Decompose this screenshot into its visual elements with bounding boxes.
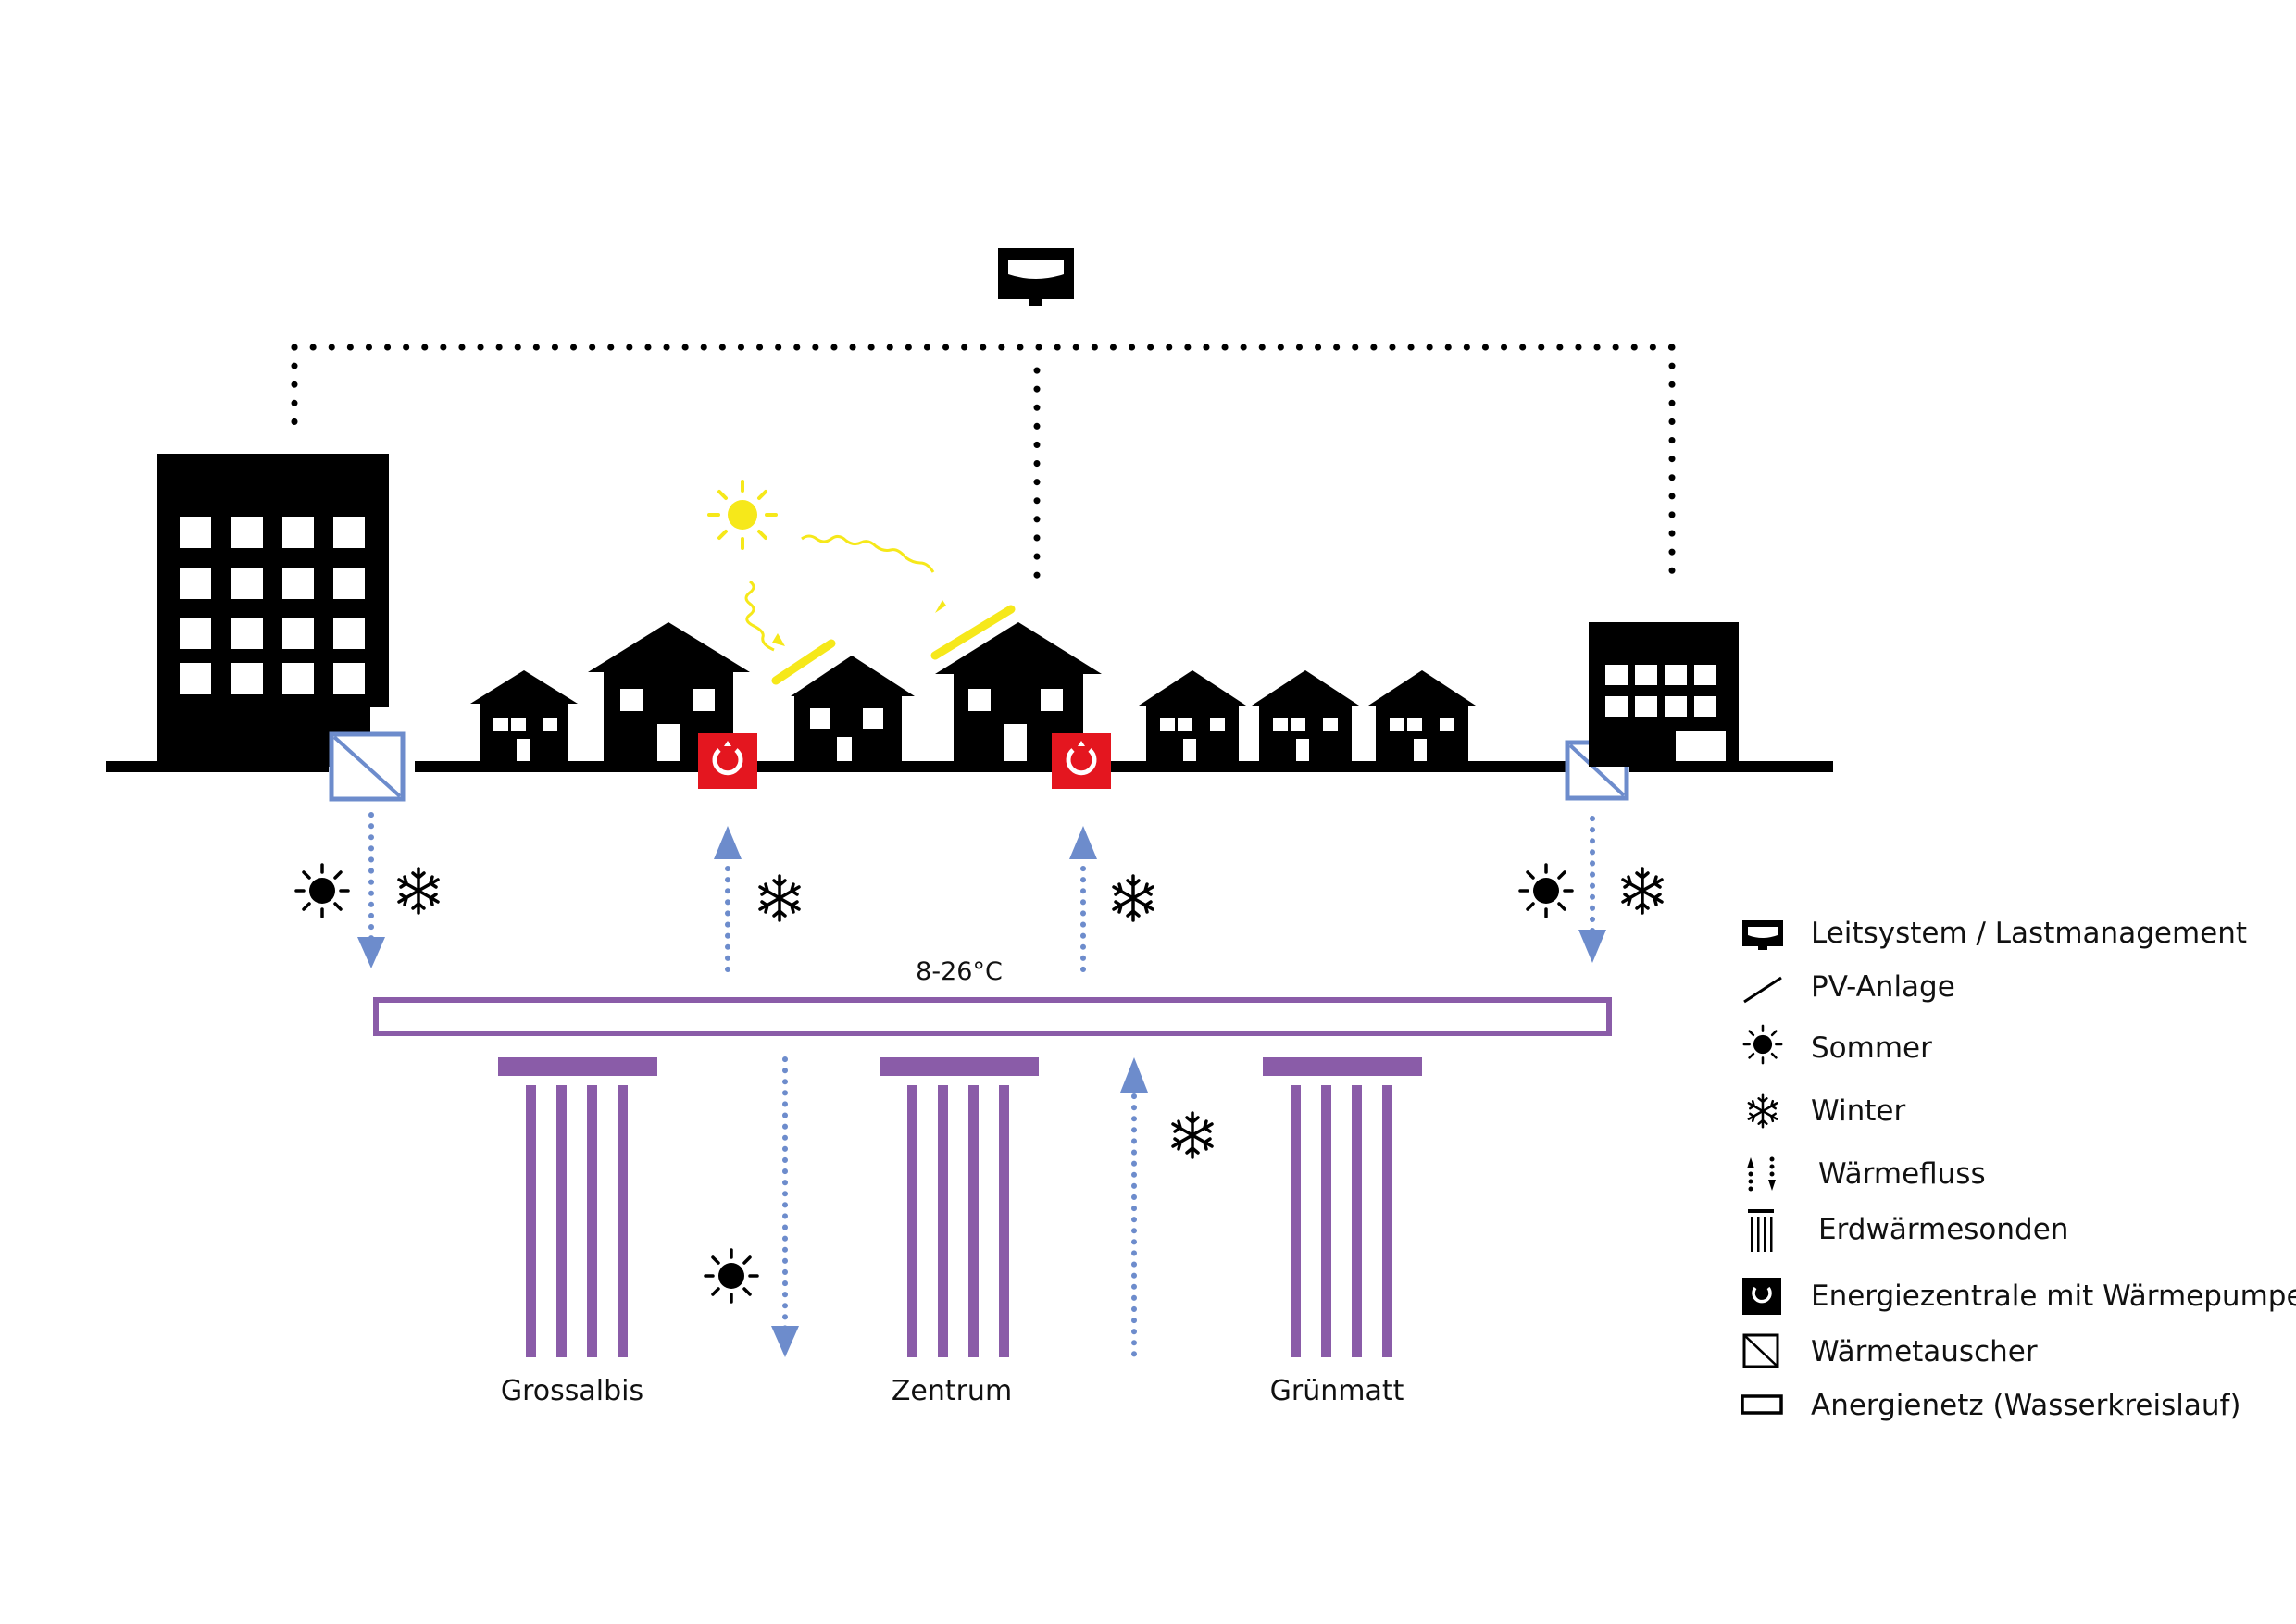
house-7 (1368, 670, 1476, 767)
sun-icon (1742, 1024, 1783, 1065)
control-signal-lines (291, 344, 1676, 587)
control-system-icon (1742, 920, 1783, 950)
winter-snowflake-icon (1171, 1111, 1214, 1159)
legend-label: Erdwärmesonden (1818, 1213, 2068, 1246)
winter-snowflake-icon (1621, 867, 1664, 915)
anergy-network (373, 997, 1612, 1036)
borehole-probe-icon (1748, 1209, 1774, 1252)
legend-label: PV-Anlage (1811, 970, 1955, 1004)
borehole-field-grossalbis (498, 1057, 657, 1357)
borehole-field-gruenmatt (1263, 1057, 1422, 1357)
legend: Leitsystem / Lastmanagement PV-Anlage So… (1741, 917, 2296, 1422)
legend-label: Winter (1811, 1094, 1905, 1128)
field-label-grossalbis: Grossalbis (501, 1375, 643, 1407)
summer-sun-icon (1518, 863, 1574, 918)
borehole-field-zentrum (880, 1057, 1039, 1357)
house-6 (1252, 670, 1359, 767)
legend-label: Leitsystem / Lastmanagement (1811, 917, 2247, 950)
legend-label: Wärmetauscher (1811, 1335, 2038, 1368)
heat-exchanger-icon (1742, 1333, 1779, 1368)
network-temperature-label: 8-26°C (916, 957, 1003, 986)
house-4 (935, 622, 1102, 767)
control-system-icon (998, 248, 1074, 306)
winter-snowflake-icon (758, 874, 801, 922)
summer-sun-icon (704, 1248, 759, 1304)
pv-panel-icon (1743, 976, 1782, 1004)
pv-panel-2 (930, 605, 1016, 660)
snowflake-icon (1747, 1093, 1778, 1129)
summer-sun-icon (294, 863, 350, 918)
heat-flow-arrows (357, 812, 1606, 1362)
anergy-network-icon (1741, 1394, 1783, 1415)
winter-snowflake-icon (1112, 874, 1154, 922)
legend-label: Wärmefluss (1818, 1157, 1986, 1191)
heat-flow-icon (1747, 1156, 1776, 1192)
house-1 (470, 670, 578, 767)
tall-building (157, 454, 389, 767)
field-label-zentrum: Zentrum (892, 1375, 1012, 1407)
heat-exchanger-left (329, 731, 406, 802)
heat-pump-1 (698, 733, 757, 789)
house-3 (791, 656, 915, 767)
pv-panel-1 (771, 639, 836, 685)
legend-label: Energiezentrale mit Wärmepumpe (1811, 1280, 2296, 1313)
heat-pump-icon (1742, 1278, 1781, 1315)
field-label-gruenmatt: Grünmatt (1270, 1375, 1404, 1407)
legend-label: Sommer (1811, 1031, 1932, 1065)
solar-ray-2 (801, 534, 946, 613)
solar-sun (707, 480, 778, 550)
legend-label: Anergienetz (Wasserkreislauf) (1811, 1389, 2241, 1422)
office-building (1589, 622, 1739, 767)
winter-snowflake-icon (397, 867, 440, 915)
solar-ray-1 (744, 580, 785, 652)
heat-pump-2 (1052, 733, 1111, 789)
house-5 (1139, 670, 1246, 767)
